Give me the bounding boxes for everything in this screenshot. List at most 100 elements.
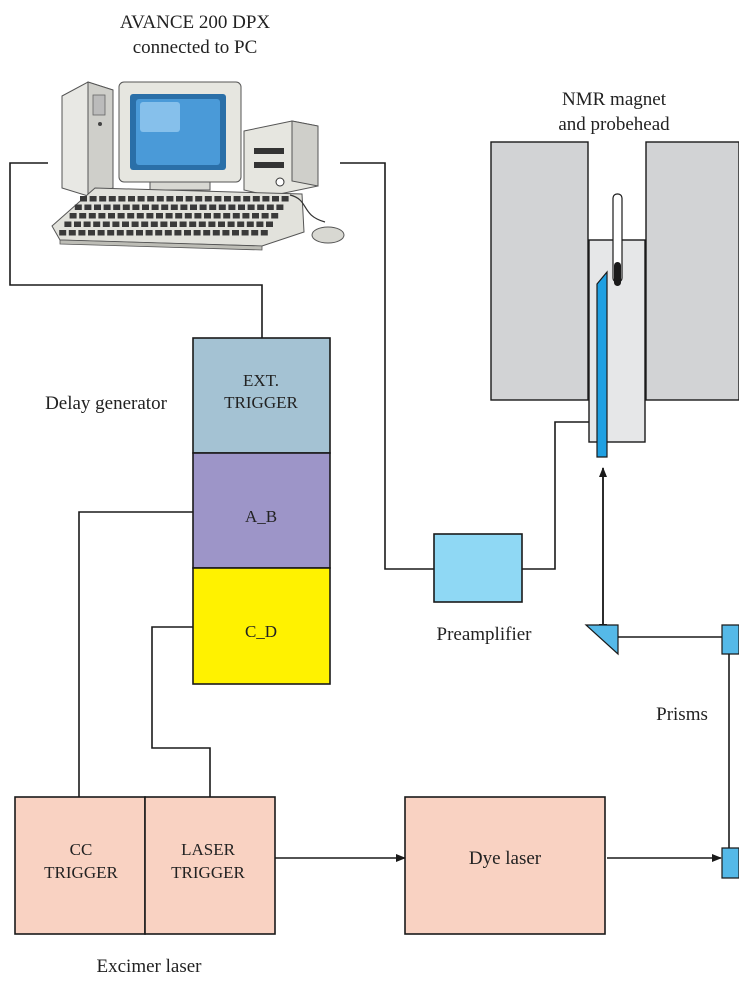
keyboard-key	[107, 230, 115, 236]
keyboard-key	[118, 196, 126, 202]
keyboard-key	[151, 204, 159, 210]
keyboard-key	[198, 221, 206, 227]
keyboard-key	[184, 213, 192, 219]
computer-label-line2: connected to PC	[133, 37, 258, 58]
keyboard-key	[103, 204, 111, 210]
keyboard-key	[232, 230, 239, 236]
keyboard-key	[165, 213, 173, 219]
keyboard-key	[222, 230, 230, 236]
keyboard-key	[262, 196, 270, 202]
prism-right-bottom	[721, 847, 739, 879]
keyboard-key	[137, 196, 145, 202]
keyboard-key	[194, 213, 202, 219]
a-b-label: A_B	[245, 507, 277, 526]
keyboard-key	[98, 213, 106, 219]
keyboard-key	[136, 230, 143, 236]
keyboard-key	[117, 213, 125, 219]
keyboard-key	[59, 230, 67, 236]
keyboard-key	[237, 221, 245, 227]
keyboard-key	[266, 221, 273, 227]
keyboard-key	[218, 221, 225, 227]
c-d-box	[192, 567, 331, 685]
ext-trigger-box	[192, 337, 331, 454]
keyboard-key	[132, 204, 140, 210]
keyboard-key	[128, 196, 135, 202]
keyboard-key	[108, 213, 115, 219]
laser-trigger-label-line2: TRIGGER	[171, 863, 245, 882]
sample-tube-icon	[612, 193, 623, 286]
keyboard-key	[238, 204, 245, 210]
keyboard-key	[74, 221, 81, 227]
keyboard-key	[195, 196, 203, 202]
keyboard-key	[212, 230, 220, 236]
keyboard-key	[93, 221, 101, 227]
keyboard-key	[203, 230, 211, 236]
keyboard-key	[170, 221, 177, 227]
a-b-box	[192, 452, 331, 569]
keyboard-key	[156, 213, 163, 219]
keyboard-key	[174, 230, 182, 236]
keyboard-key	[227, 221, 235, 227]
keyboard-key	[184, 230, 191, 236]
keyboard-key	[99, 196, 107, 202]
cc-trigger-label-line2: TRIGGER	[44, 863, 118, 882]
keyboard-key	[257, 204, 265, 210]
keyboard-key	[126, 230, 134, 236]
computer-label-line1: AVANCE 200 DPX	[120, 12, 271, 33]
keyboard-key	[142, 204, 149, 210]
keyboard-key	[241, 230, 249, 236]
keyboard-key	[281, 196, 289, 202]
preamplifier-box	[433, 533, 523, 603]
keyboard-key	[122, 204, 130, 210]
pc-to-preamplifier-wire	[340, 162, 434, 570]
keyboard-key	[127, 213, 135, 219]
keyboard-key	[228, 204, 236, 210]
keyboard-key	[176, 196, 183, 202]
keyboard-key	[252, 196, 260, 202]
laser-trigger-label-line1: LASER	[181, 840, 236, 859]
dye-laser-label: Dye laser	[469, 848, 542, 869]
keyboard-key	[102, 221, 110, 227]
keyboard-key	[266, 204, 274, 210]
keyboard-key	[199, 204, 207, 210]
keyboard-key	[150, 221, 158, 227]
pc-to-ext-trigger-wire	[9, 162, 263, 338]
keyboard-key	[224, 196, 231, 202]
keyboard-key	[233, 196, 241, 202]
keyboard-key	[89, 196, 97, 202]
keyboard-key	[260, 230, 268, 236]
keyboard-key	[166, 196, 174, 202]
keyboard-key	[218, 204, 226, 210]
keyboard-key	[160, 221, 168, 227]
keyboard-key	[246, 221, 254, 227]
keyboard-key	[122, 221, 129, 227]
magnet-label-line1: NMR magnet	[562, 89, 667, 110]
keyboard-key	[208, 221, 216, 227]
keyboard-key	[68, 230, 76, 236]
keyboard-key	[251, 230, 259, 236]
keyboard-key	[145, 230, 153, 236]
cc-trigger-label-line1: CC	[70, 840, 93, 859]
keyboard-key	[116, 230, 124, 236]
keyboard-key	[88, 230, 95, 236]
excimer-laser-label: Excimer laser	[97, 956, 203, 977]
keyboard-key	[78, 230, 86, 236]
keyboard-key	[136, 213, 144, 219]
ext-trigger-label-line1: EXT.	[243, 371, 279, 390]
keyboard-key	[272, 196, 279, 202]
keyboard-key	[112, 221, 120, 227]
keyboard-key	[69, 213, 77, 219]
keyboard-key	[261, 213, 269, 219]
keyboard-key	[161, 204, 169, 210]
keyboard-key	[276, 204, 284, 210]
keyboard-key	[147, 196, 155, 202]
keyboard-key	[64, 221, 72, 227]
ab-to-cc-trigger-wire	[78, 511, 193, 797]
keyboard-key	[84, 204, 92, 210]
keyboard-key	[83, 221, 91, 227]
keyboard-key	[256, 221, 264, 227]
keyboard-key	[209, 204, 217, 210]
magnet-label-line2: and probehead	[558, 114, 670, 135]
delay-generator-label: Delay generator	[45, 393, 168, 414]
keyboard-key	[204, 213, 211, 219]
